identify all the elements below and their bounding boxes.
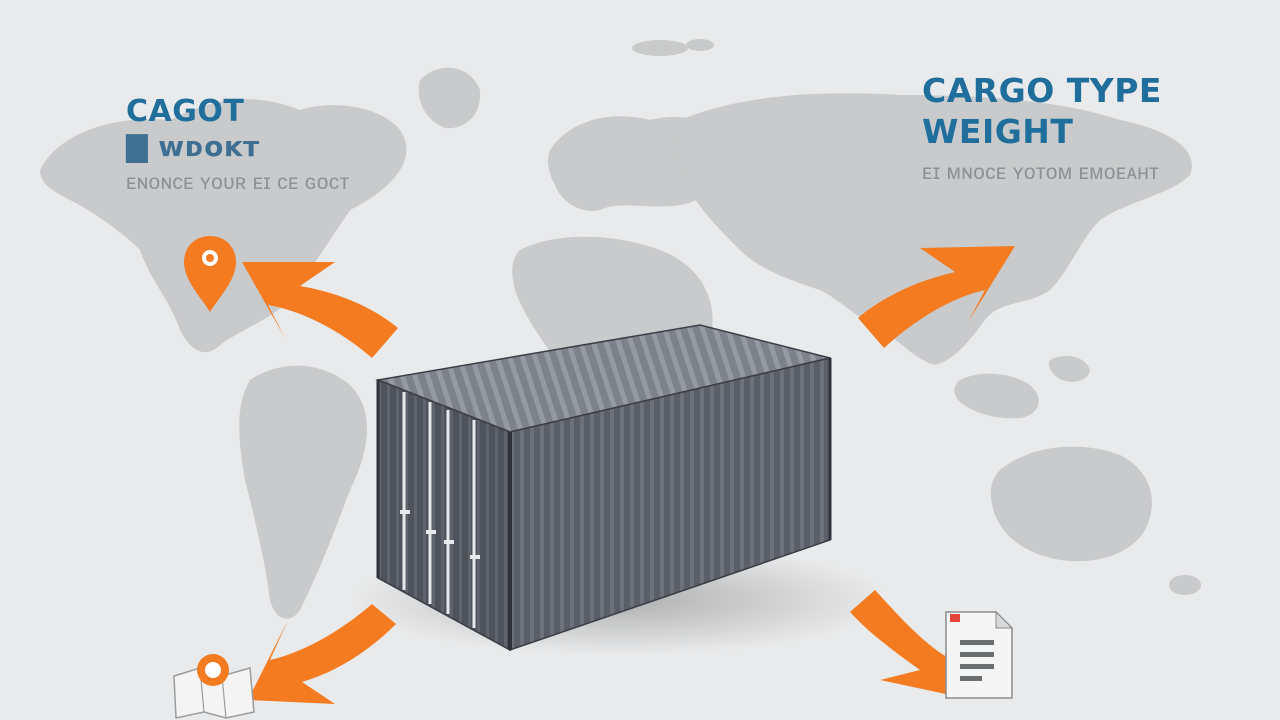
origin-subtitle-heading: ▇ ᴡᴅᴏᴋᴛ [126, 129, 260, 163]
world-map [40, 39, 1201, 619]
cargo-type-title: CARGO TYPE [922, 71, 1162, 110]
continent-north-america [40, 99, 407, 353]
continent-australia [990, 446, 1152, 562]
map-pin-icon [184, 236, 236, 312]
arrow-to-documents [850, 590, 955, 696]
origin-description: ᴇɴᴏɴᴄᴇ ʏᴏᴜʀ ᴇɪ ᴄᴇ ɢᴏᴄᴛ [126, 170, 350, 194]
arrows [242, 246, 1015, 704]
origin-title: CAGOT [126, 94, 245, 129]
arrow-to-origin [242, 262, 398, 358]
cargo-label-block: CARGO TYPE WEIGHT ᴇɪ ᴍɴᴏᴄᴇ ʏᴏᴛᴏᴍ ᴇᴍᴏᴇᴀʜᴛ [922, 71, 1162, 185]
weight-title: WEIGHT [922, 111, 1074, 151]
location-map-icon [173, 654, 255, 719]
document-icon [945, 610, 1014, 699]
continent-asia [676, 93, 1192, 365]
islands-southeast-asia [954, 373, 1039, 419]
shipping-container [375, 324, 832, 652]
arrow-to-cargo-type [858, 246, 1015, 348]
continent-south-america [239, 365, 367, 619]
cargo-description: ᴇɪ ᴍɴᴏᴄᴇ ʏᴏᴛᴏᴍ ᴇᴍᴏᴇᴀʜᴛ [922, 161, 1160, 185]
continent-greenland [418, 67, 481, 129]
origin-label-block: CAGOT ▇ ᴡᴅᴏᴋᴛ ᴇɴᴏɴᴄᴇ ʏᴏᴜʀ ᴇɪ ᴄᴇ ɢᴏᴄᴛ [126, 96, 349, 195]
arrow-to-destination [248, 604, 396, 704]
